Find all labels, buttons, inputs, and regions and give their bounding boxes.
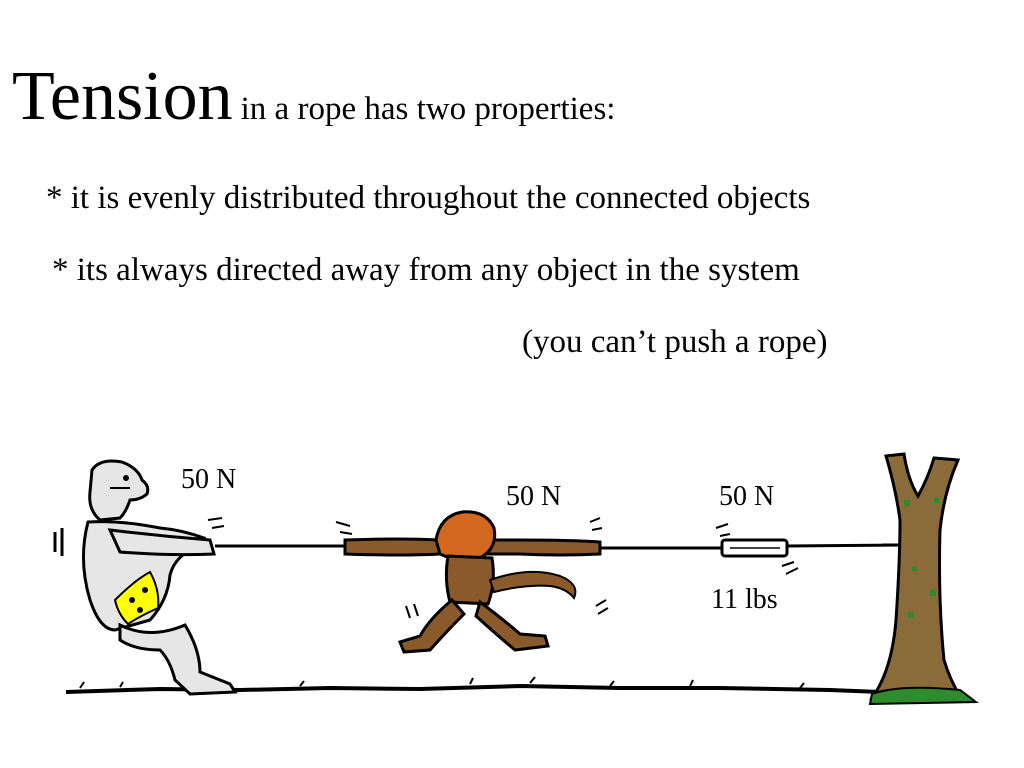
tree	[868, 452, 979, 706]
title-subtitle: in a rope has two properties:	[240, 91, 616, 127]
title-word: Tension	[12, 58, 233, 135]
strongman-figure	[53, 459, 238, 696]
bullet-item-2: * its always directed away from any obje…	[52, 252, 800, 288]
force-label-strongman: 50 N	[181, 464, 237, 495]
rope	[215, 543, 901, 550]
spring-scale	[715, 523, 799, 575]
rope-note: (you can’t push a rope)	[522, 324, 828, 360]
force-label-scale: 50 N	[719, 481, 775, 512]
monkey-figure	[335, 510, 609, 654]
scale-reading: 11 lbs	[711, 584, 778, 615]
force-label-monkey: 50 N	[506, 481, 562, 512]
bullet-item-1: * it is evenly distributed throughout th…	[46, 180, 811, 216]
